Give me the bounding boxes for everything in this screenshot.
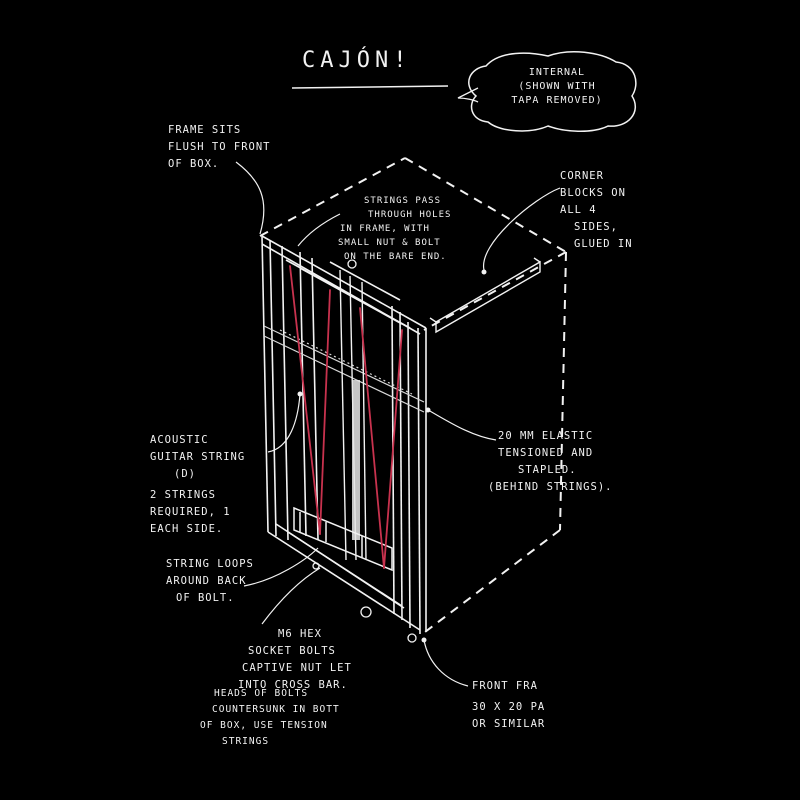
speech-cloud	[468, 51, 637, 132]
leader-string-loops	[243, 547, 319, 587]
annotation-line: HEADS OF BOLTS	[214, 688, 309, 699]
annotation-line: CORNER	[560, 170, 604, 182]
annotation-line: TENSIONED AND	[498, 447, 594, 459]
leader-dot-acoustic	[297, 391, 303, 397]
leader-strings-pass	[297, 213, 341, 247]
annotation-bolt-heads: HEADS OF BOLTS COUNTERSUNK IN BOTT OF BO…	[200, 686, 340, 750]
annotation-line: SIDES,	[574, 221, 618, 233]
leader-lines	[235, 161, 561, 687]
annotation-line: OR SIMILAR	[472, 718, 546, 730]
annotation-line: EACH SIDE.	[150, 523, 224, 535]
leader-m6-bolts	[261, 567, 321, 625]
bottom-cross-bar	[293, 506, 393, 572]
annotation-line: STAPLED.	[518, 464, 577, 476]
annotation-line: STRINGS PASS	[364, 196, 442, 206]
annotation-line: (D)	[174, 468, 196, 480]
guitar-strings	[289, 265, 403, 569]
annotation-strings-pass: STRINGS PASS THROUGH HOLES IN FRAME, WIT…	[338, 194, 451, 264]
leader-dot-elastic	[425, 407, 431, 413]
annotation-line: OF BOLT.	[176, 592, 235, 604]
annotation-elastic: 20 MM ELASTIC TENSIONED AND STAPLED. (BE…	[488, 428, 612, 496]
guitar-string-left-b	[319, 289, 331, 535]
cloud-line: TAPA REMOVED)	[511, 95, 603, 106]
annotation-line: OF BOX.	[168, 158, 220, 170]
annotation-line: REQUIRED, 1	[150, 506, 231, 518]
annotation-line: M6 HEX	[278, 628, 322, 640]
title-underline	[291, 85, 449, 89]
guitar-string-right-b	[383, 329, 403, 569]
annotation-line: OF BOX, USE TENSION	[200, 720, 328, 731]
annotation-line: AROUND BACK	[166, 575, 247, 587]
guitar-string-right-a	[359, 307, 385, 569]
annotation-line: INTO CROSS BAR.	[238, 679, 348, 691]
annotation-line: 30 X 20 PA	[472, 701, 546, 713]
annotation-front-frame: FRONT FRA 30 X 20 PA OR SIMILAR	[472, 678, 545, 733]
leader-acoustic	[267, 393, 301, 453]
annotation-line: (BEHIND STRINGS).	[488, 481, 613, 493]
annotation-frame-flush: FRAME SITS FLUSH TO FRONT OF BOX.	[168, 122, 271, 173]
annotation-corner-blocks: CORNER BLOCKS ON ALL 4 SIDES, GLUED IN	[560, 168, 633, 253]
annotation-acoustic-strings: ACOUSTIC GUITAR STRING (D) 2 STRINGS REQ…	[150, 432, 245, 538]
page-title: CAJÓN!	[302, 48, 412, 73]
annotation-line: FRONT FRA	[472, 680, 538, 692]
speech-cloud-tail	[457, 87, 479, 103]
cloud-label: INTERNAL (SHOWN WITH TAPA REMOVED)	[482, 66, 632, 108]
bolts	[312, 259, 417, 643]
annotation-line: COUNTERSUNK IN BOTT	[212, 704, 340, 715]
annotation-string-loops: STRING LOOPS AROUND BACK OF BOLT.	[166, 556, 254, 607]
guitar-string-left-a	[289, 265, 321, 535]
leader-elastic	[427, 409, 497, 441]
leader-corner-blocks	[483, 187, 561, 271]
annotation-line: GUITAR STRING	[150, 451, 246, 463]
annotation-line: THROUGH HOLES	[368, 210, 452, 220]
annotation-line: ACOUSTIC	[150, 434, 209, 446]
corner-block	[429, 257, 541, 334]
annotation-line: BLOCKS ON	[560, 187, 626, 199]
annotation-line: 20 MM ELASTIC	[498, 430, 594, 442]
leader-frame-flush	[235, 161, 265, 235]
center-highlight	[352, 380, 360, 540]
annotation-line: 2 STRINGS	[150, 489, 216, 501]
annotation-line: GLUED IN	[574, 238, 633, 250]
leader-dot-front	[421, 637, 427, 643]
annotation-line: STRING LOOPS	[166, 558, 254, 570]
annotation-line: IN FRAME, WITH	[340, 224, 430, 234]
annotation-line: CAPTIVE NUT LET	[242, 662, 352, 674]
cloud-line: (SHOWN WITH	[518, 81, 596, 92]
annotation-line: FRAME SITS	[168, 124, 242, 136]
cloud-line: INTERNAL	[528, 67, 586, 78]
annotation-line: STRINGS	[222, 736, 270, 747]
box-outline-dashed	[259, 157, 567, 633]
annotation-line: SOCKET BOLTS	[248, 645, 336, 657]
annotation-line: SMALL NUT & BOLT	[338, 238, 441, 248]
annotation-line: ALL 4	[560, 204, 597, 216]
annotation-m6-bolts: M6 HEX SOCKET BOLTS CAPTIVE NUT LET INTO…	[236, 626, 352, 694]
annotation-line: ON THE BARE END.	[344, 252, 447, 262]
leader-front-frame	[423, 639, 469, 687]
leader-dot-corner	[481, 269, 487, 275]
annotation-line: FLUSH TO FRONT	[168, 141, 271, 153]
